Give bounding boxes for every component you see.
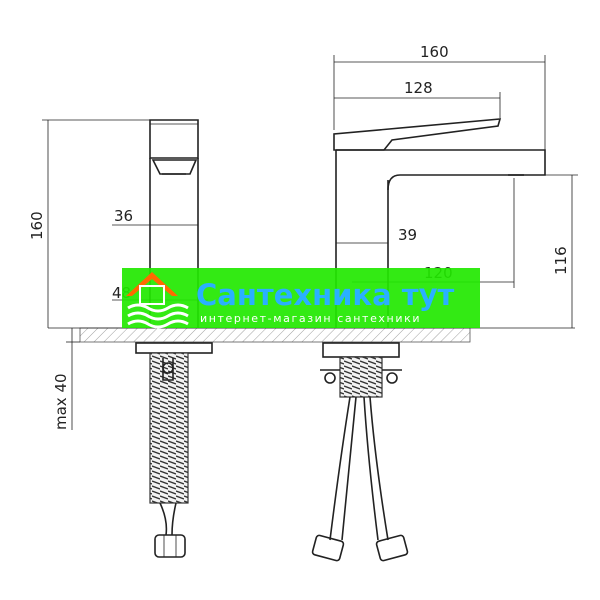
dim-counter-thickness: max 40 [52, 373, 70, 430]
house-logo-icon [126, 272, 189, 329]
dim-body-depth: 39 [398, 226, 417, 244]
dim-overall-width: 160 [420, 43, 449, 61]
dim-outlet-height: 116 [552, 246, 570, 275]
dim-overall-height: 160 [28, 211, 46, 240]
right-mounting-hardware [311, 342, 409, 562]
countertop [48, 327, 575, 343]
dim-spout-reach: 128 [404, 79, 433, 97]
watermark-title: Сантехника тут [196, 278, 454, 312]
left-mounting-hardware [135, 342, 213, 558]
dimension-lines [42, 55, 578, 430]
watermark-banner: Сантехника тут интернет-магазин сантехни… [122, 268, 480, 329]
dim-side-width: 36 [114, 207, 133, 225]
watermark-subtitle: интернет-магазин сантехники [200, 312, 421, 325]
